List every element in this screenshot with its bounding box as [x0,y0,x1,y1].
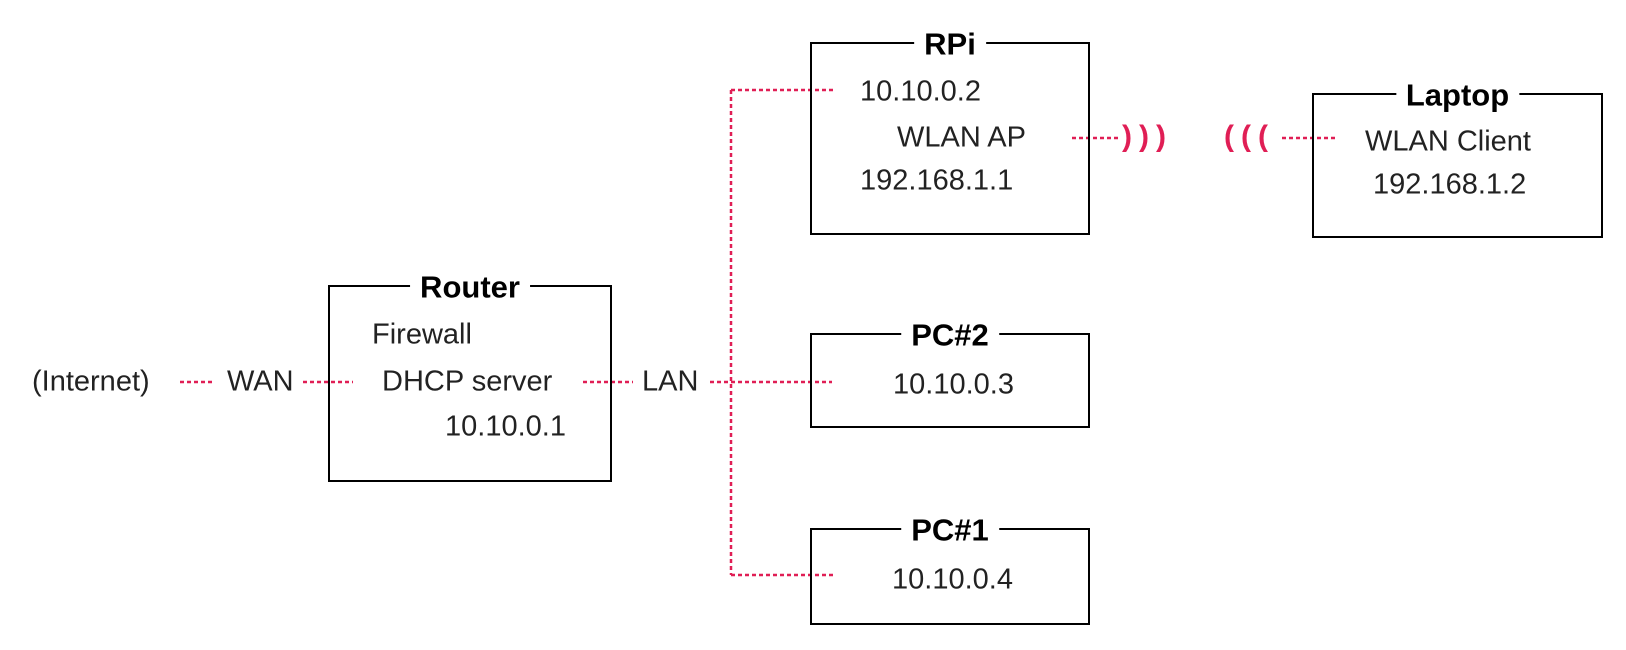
wifi-signal-out-icon: ))) [1122,119,1173,153]
laptop-ip-text: 192.168.1.2 [1373,168,1527,201]
pc1-node: PC#1 10.10.0.4 [810,514,1090,625]
pc2-title: PC#2 [901,319,999,351]
laptop-wlan-client-text: WLAN Client [1365,125,1531,158]
rpi-lan-ip-text: 10.10.0.2 [860,75,981,108]
pc2-node: PC#2 10.10.0.3 [810,319,1090,428]
rpi-title: RPi [914,28,986,60]
pc1-title: PC#1 [901,514,999,546]
rpi-node: RPi 10.10.0.2 WLAN AP 192.168.1.1 [810,28,1090,235]
router-ip-text: 10.10.0.1 [445,410,566,443]
pc1-ip-text: 10.10.0.4 [892,563,1013,596]
laptop-node: Laptop WLAN Client 192.168.1.2 [1312,79,1603,238]
internet-label: (Internet) [32,365,150,398]
router-node: Router Firewall DHCP server 10.10.0.1 [328,271,612,482]
router-dhcp-text: DHCP server [382,365,553,398]
wan-label: WAN [227,365,294,398]
wifi-signal-in-icon: ((( [1224,119,1275,153]
rpi-wlan-ap-text: WLAN AP [897,121,1026,154]
router-firewall-text: Firewall [372,318,472,351]
lan-label: LAN [642,365,699,398]
rpi-wlan-ip-text: 192.168.1.1 [860,164,1014,197]
laptop-title: Laptop [1395,79,1520,111]
router-title: Router [410,271,530,303]
pc2-ip-text: 10.10.0.3 [893,368,1014,401]
